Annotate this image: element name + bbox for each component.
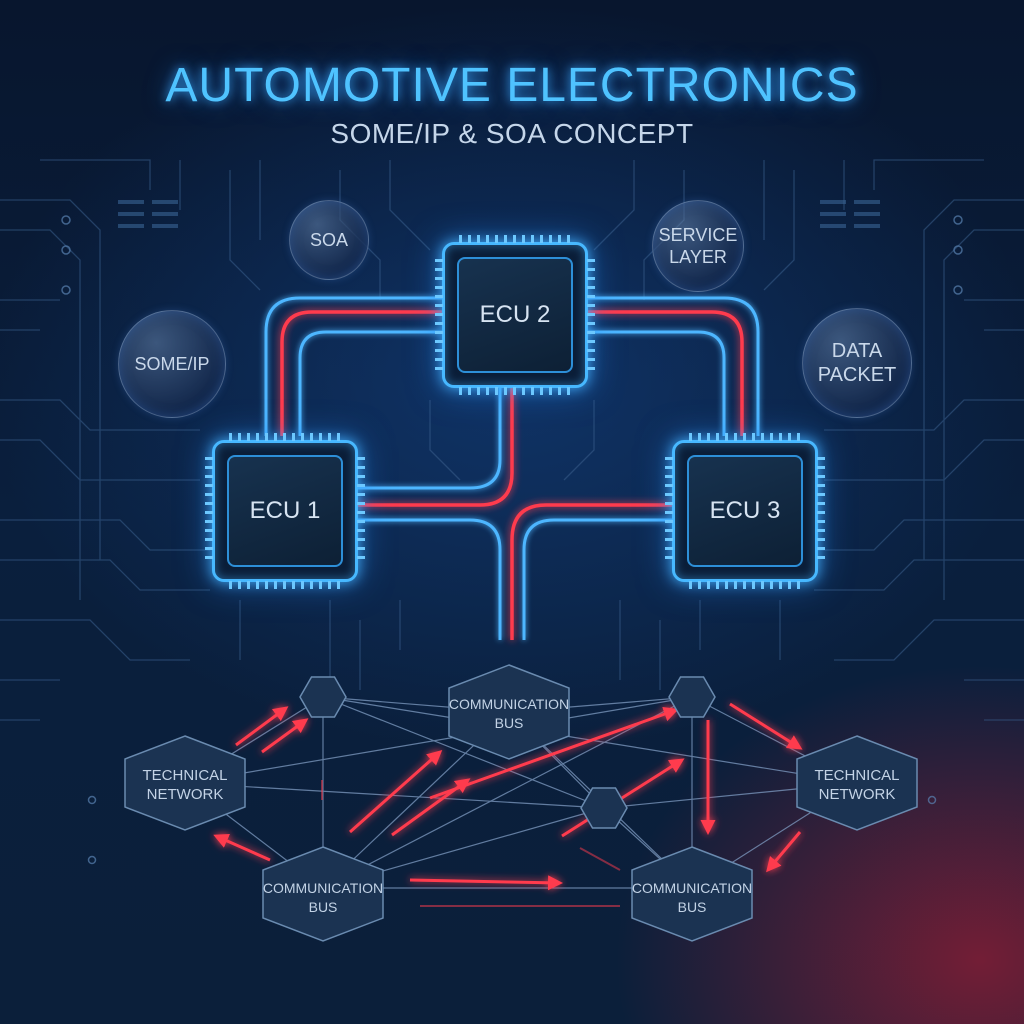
ecu-links-red [280, 310, 744, 640]
ecu-1: ECU 1 [205, 433, 365, 589]
label-tech-network-left: TECHNICAL NETWORK [142, 767, 228, 803]
label-comm-bus-bottom-right: COMMUNICATION BUS [631, 880, 753, 915]
hex-node-comm-bus-bottom-right [631, 846, 753, 942]
bubble-someip: SOME/IP [118, 310, 226, 418]
ecu-1-label: ECU 1 [227, 455, 343, 567]
ecu-pins-bottom [459, 387, 571, 395]
bubble-data-packet: DATA PACKET [802, 308, 912, 418]
red-streaks [321, 780, 621, 907]
hex-node-small-top-left [299, 676, 347, 718]
hex-nodes [124, 664, 918, 942]
ecu-pins-left [205, 457, 213, 565]
ecu-pins-left [435, 259, 443, 371]
ecu-pins-left [665, 457, 673, 565]
hex-node-small-center [580, 787, 628, 829]
ecu-pins-top [229, 433, 341, 441]
ecu-3: ECU 3 [665, 433, 825, 589]
ecu-2-label: ECU 2 [457, 257, 573, 373]
label-comm-bus-top: COMMUNICATION BUS [448, 696, 570, 731]
ecu-pins-top [459, 235, 571, 243]
ecu-pins-bottom [229, 581, 341, 589]
ecu-3-label: ECU 3 [687, 455, 803, 567]
trace-dots [61, 215, 963, 865]
ecu-links-blue [264, 296, 760, 640]
circuit-traces [0, 159, 1024, 721]
trace-bars [118, 200, 880, 228]
ecu-pins-right [817, 457, 825, 565]
hex-node-comm-bus-top [448, 664, 570, 760]
label-comm-bus-bottom-left: COMMUNICATION BUS [262, 880, 384, 915]
page-title: AUTOMOTIVE ELECTRONICS [165, 59, 859, 112]
ecu-pins-bottom [689, 581, 801, 589]
hex-node-tech-left [124, 735, 246, 831]
hex-node-tech-right [796, 735, 918, 831]
ecu-2: ECU 2 [435, 235, 595, 395]
page-subtitle: SOME/IP & SOA CONCEPT [330, 118, 694, 149]
bubble-soa: SOA [289, 200, 369, 280]
hex-node-comm-bus-bottom-left [262, 846, 384, 942]
ecu-pins-right [357, 457, 365, 565]
hex-node-small-top-right [668, 676, 716, 718]
ecu-pins-right [587, 259, 595, 371]
bubble-service-layer: SERVICE LAYER [652, 200, 744, 292]
data-flow-arrows [213, 702, 803, 891]
label-tech-network-right: TECHNICAL NETWORK [814, 767, 900, 803]
ecu-pins-top [689, 433, 801, 441]
